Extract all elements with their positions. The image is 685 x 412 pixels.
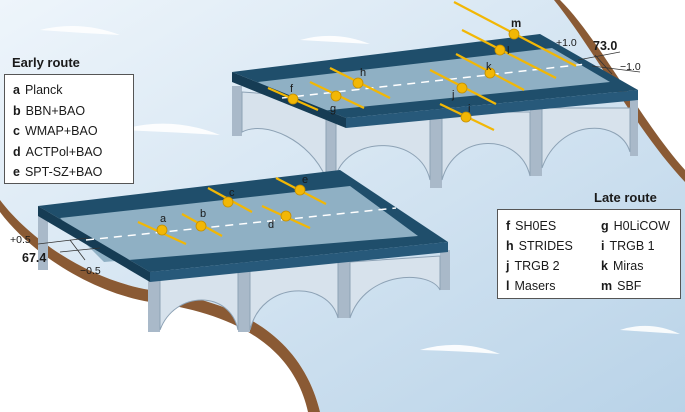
early-route-title: Early route — [12, 55, 80, 70]
early-center-value: 67.4 — [22, 251, 46, 265]
measurement-l: l — [461, 29, 557, 79]
measurement-label-m: m — [511, 18, 521, 30]
late-route-title: Late route — [594, 190, 657, 205]
measurement-g: g — [309, 81, 365, 115]
early-bridge-deck — [38, 170, 448, 282]
late-center-value: 73.0 — [593, 39, 617, 53]
late-bridge-annotation: +1.0 73.0 −1.0 — [556, 37, 641, 75]
measurement-label-j: j — [451, 89, 454, 101]
early-measurements: a b c d e — [137, 174, 327, 245]
measurement-a: a — [137, 213, 187, 245]
measurement-label-e: e — [302, 174, 308, 186]
early-minus-label: −0.5 — [80, 265, 101, 277]
measurement-j: j — [429, 69, 497, 105]
measurement-h: h — [329, 67, 391, 99]
late-plus-label: +1.0 — [556, 37, 577, 49]
measurement-label-h: h — [360, 67, 366, 79]
early-bridge-annotation: +0.5 67.4 −0.5 — [10, 234, 101, 277]
measurement-b: b — [181, 208, 223, 237]
measurement-label-b: b — [200, 208, 206, 220]
measurement-label-g: g — [330, 103, 336, 115]
late-minus-label: −1.0 — [620, 61, 641, 73]
measurement-label-f: f — [290, 83, 294, 95]
measurement-f: f — [267, 83, 319, 112]
early-plus-label: +0.5 — [10, 234, 31, 246]
measurement-label-i: i — [468, 103, 470, 115]
late-bridge-supports — [232, 86, 638, 188]
measurement-m: m — [453, 1, 577, 67]
measurement-e: e — [275, 174, 327, 205]
measurement-label-c: c — [229, 187, 235, 199]
early-bridge-supports — [38, 210, 450, 332]
measurement-label-k: k — [486, 61, 492, 73]
measurement-label-a: a — [160, 213, 167, 225]
measurement-d: d — [261, 205, 311, 231]
measurement-label-d: d — [268, 219, 274, 231]
measurement-label-l: l — [507, 45, 509, 57]
measurement-c: c — [207, 187, 253, 213]
late-measurements: f g h i j — [267, 1, 577, 131]
water-ripples — [40, 26, 680, 354]
measurement-i: i — [439, 103, 495, 131]
measurement-k: k — [455, 53, 525, 91]
